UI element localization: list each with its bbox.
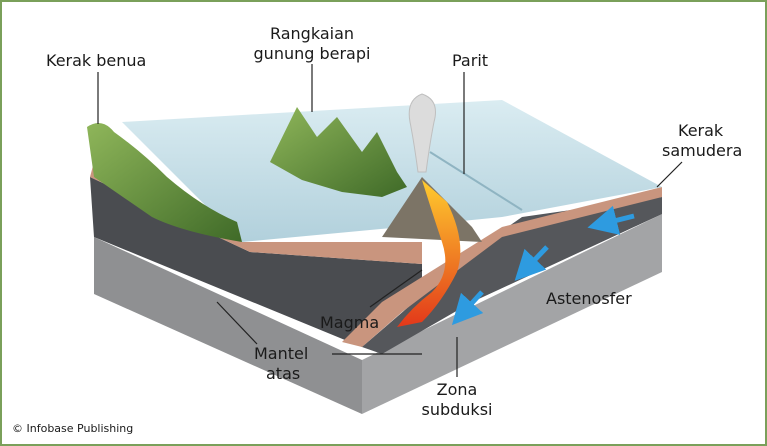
plate-motion-arrow-1 [587,205,635,235]
asthenosphere-right-face [362,214,662,414]
label-trench: Parit [452,51,488,70]
plate-motion-arrow-3 [451,290,484,326]
volcanic-range [270,107,407,197]
label-continental-crust: Kerak benua [46,51,146,70]
label-magma: Magma [320,313,379,332]
label-oceanic-crust-2: samudera [662,141,742,160]
label-subduction-zone-1: Zona [437,380,478,399]
leader-oceanic-crust [656,161,683,188]
label-asthenosphere: Astenosfer [546,289,632,308]
label-subduction-zone-2: subduksi [422,400,493,419]
subducting-slab [362,197,662,354]
label-oceanic-crust-1: Kerak [678,121,724,140]
leader-upper-mantle [216,301,258,345]
steam-plume [408,93,436,173]
trench-line [429,151,523,211]
label-volcanic-range-1: Rangkaian [270,24,354,43]
label-upper-mantle-1: Mantel [254,344,308,363]
plate-motion-arrow-2 [514,245,549,281]
continental-crust-band [90,162,422,264]
publisher-credit: © Infobase Publishing [12,422,133,435]
leader-magma [369,269,423,308]
label-volcanic-range-2: gunung berapi [254,44,371,63]
asthenosphere-front [94,237,362,414]
continental-mountains [87,123,242,242]
label-upper-mantle-2: atas [266,364,300,383]
oceanic-crust-slab [342,187,662,347]
magma-plume [397,180,461,327]
